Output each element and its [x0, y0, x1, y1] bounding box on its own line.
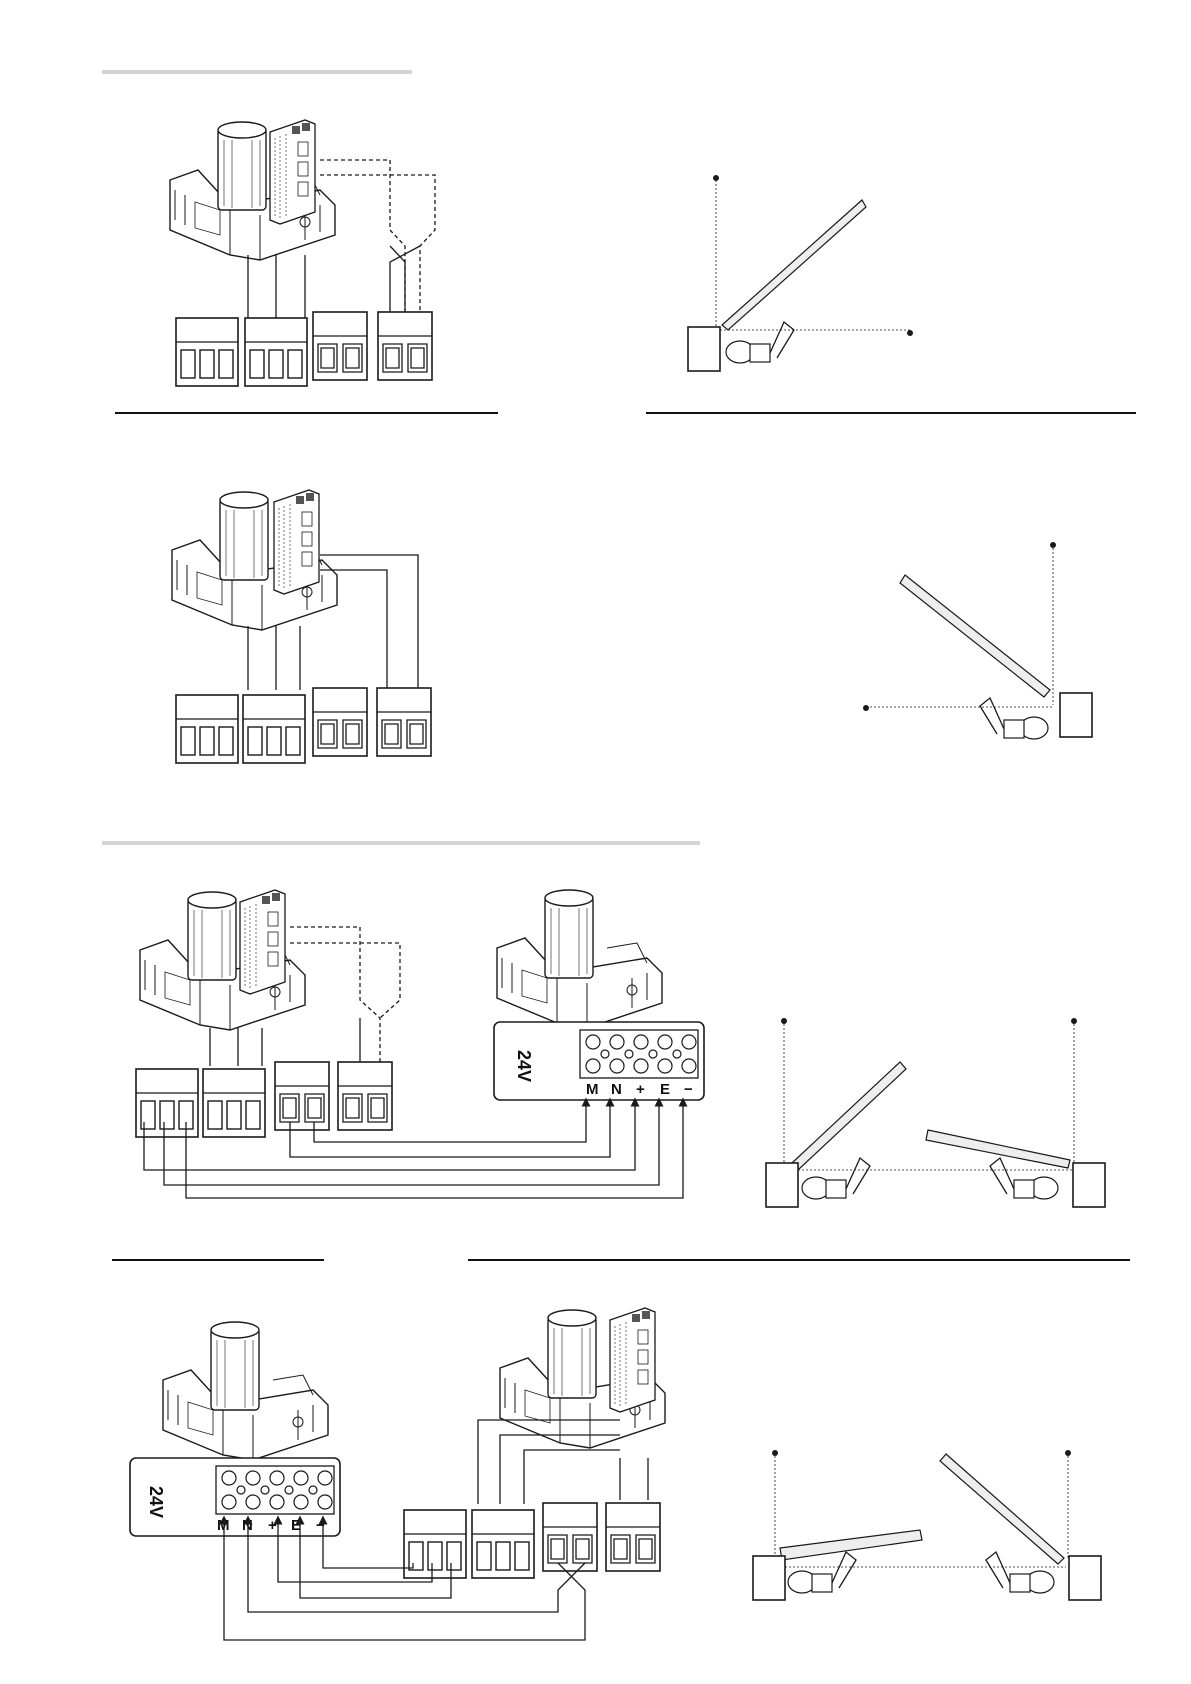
gate-diagram-single-right-motor — [863, 542, 1092, 739]
terminal-label-m: M — [217, 1517, 230, 1534]
voltage-label: 24V — [146, 1486, 166, 1518]
terminal-label-e: E — [660, 1081, 670, 1098]
gate-leaf-icon — [926, 1130, 1070, 1168]
terminal-board-24v: 24V M N + E − — [494, 1022, 704, 1100]
gate-diagram-single-left-motor — [688, 175, 913, 371]
terminal-label-m: M — [586, 1081, 599, 1098]
terminal-board-24v: 24V M N + E − — [130, 1458, 340, 1536]
motor-unit-icon — [170, 120, 335, 260]
section-2-single-leaf-straight — [172, 490, 1092, 763]
terminal-label-n: N — [611, 1081, 622, 1098]
terminal-label-plus: + — [636, 1081, 645, 1098]
terminal-label-minus: − — [684, 1081, 693, 1098]
terminal-blocks — [176, 312, 432, 386]
gate-leaf-icon — [792, 1062, 906, 1170]
gate-leaf-icon — [900, 575, 1050, 697]
terminal-blocks — [176, 688, 431, 763]
section-3-double-leaf: 24V M N + E − — [102, 843, 1130, 1260]
terminal-blocks — [404, 1503, 660, 1578]
terminal-blocks — [136, 1062, 392, 1137]
section-4-double-leaf: 24V M N + E − — [130, 1308, 1101, 1640]
master-motor-unit-icon — [500, 1308, 665, 1448]
section-1-single-leaf-crossed — [102, 72, 1136, 413]
slave-motor-unit-icon — [163, 1322, 328, 1460]
motor-unit-icon — [172, 490, 337, 630]
master-motor-unit-icon — [140, 890, 305, 1030]
terminal-label-plus: + — [268, 1517, 277, 1534]
gate-diagram-double-leaf — [753, 1450, 1101, 1600]
voltage-label: 24V — [514, 1050, 534, 1082]
gate-diagram-double-leaf — [766, 1018, 1105, 1207]
gate-leaf-icon — [722, 200, 866, 330]
gate-leaf-icon — [940, 1454, 1064, 1564]
slave-motor-unit-icon — [497, 890, 662, 1028]
